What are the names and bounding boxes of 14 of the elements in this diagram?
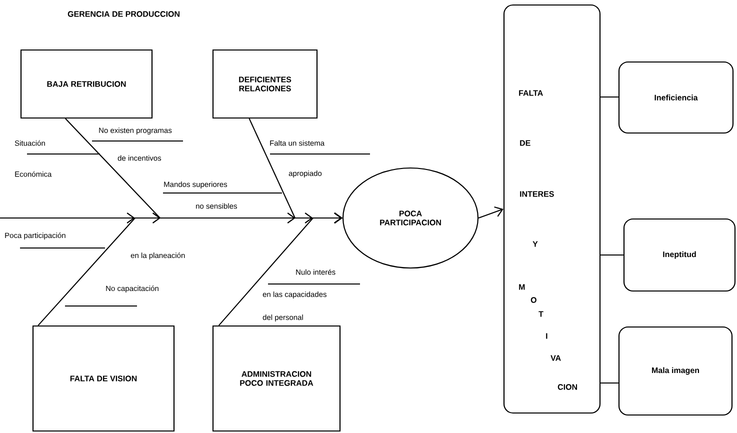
- consequence-box: Ineptitud: [623, 218, 736, 292]
- consequence-box: Mala imagen: [618, 326, 733, 416]
- cause-box: ADMINISTRACION POCO INTEGRADA: [212, 325, 341, 432]
- consequence-box: Ineficiencia: [618, 61, 734, 134]
- arrow: [478, 206, 504, 219]
- connector-line: [600, 382, 618, 384]
- connector-line: [600, 254, 624, 256]
- connector-line: [600, 96, 618, 98]
- cause-box: DEFICIENTES RELACIONES: [212, 49, 318, 119]
- title: GERENCIA DE PRODUCCION: [68, 11, 180, 17]
- cause-box: BAJA RETRIBUCION: [20, 49, 153, 119]
- arrow: [218, 212, 342, 326]
- cause-box: FALTA DE VISION: [32, 325, 175, 432]
- effect-box: FALTA DE INTERES Y M O T I VA CION: [503, 4, 601, 414]
